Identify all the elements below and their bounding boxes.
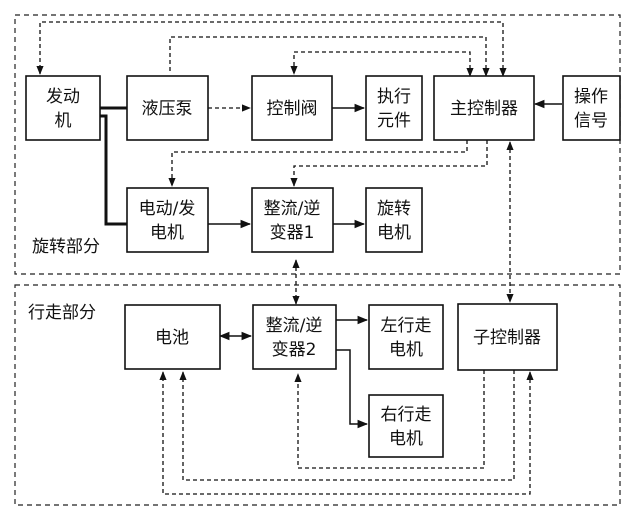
- controller-generator-signal: [168, 140, 468, 187]
- rectifier-inverter-1-label-line1: 整流/逆: [264, 199, 321, 219]
- sub-controller-rectifier2-signal: [294, 370, 485, 469]
- rectifier-inverter-2-label-line1: 整流/逆: [266, 316, 323, 336]
- right-travel-motor-label-line2: 电机: [389, 429, 423, 449]
- engine-block: 发动 机: [25, 75, 101, 141]
- motor-generator-block: 电动/发 电机: [126, 187, 209, 253]
- controller-engine-signal: [36, 21, 507, 77]
- traveling-section-label: 行走部分: [28, 303, 96, 323]
- rectifier-inverter-2-label-line2: 变器2: [272, 340, 317, 360]
- actuator-block: 执行 元件: [365, 75, 423, 141]
- controller-pump-signal: [169, 36, 490, 77]
- swing-motor-label-line1: 旋转: [377, 199, 411, 219]
- swing-motor-block: 旋转 电机: [365, 187, 423, 253]
- sub-controller-battery-signal-inner: [179, 370, 515, 481]
- engine-generator-shaft: [100, 114, 127, 226]
- control-valve-label: 控制阀: [267, 99, 318, 119]
- battery-label: 电池: [155, 328, 189, 348]
- rectifier-inverter-2-block: 整流/逆 变器2: [252, 304, 337, 370]
- left-travel-motor-label-line2: 电机: [389, 340, 423, 360]
- engine-label-line2: 机: [55, 111, 72, 131]
- operation-signal-block: 操作 信号: [562, 75, 621, 141]
- control-valve-block: 控制阀: [251, 75, 333, 141]
- sub-controller-block: 子控制器: [457, 303, 558, 371]
- operation-signal-label-line1: 操作: [574, 87, 608, 107]
- hydraulic-pump-block: 液压泵: [126, 75, 209, 141]
- controller-valve-signal: [290, 51, 474, 77]
- rotating-section-label: 旋转部分: [32, 237, 100, 257]
- actuator-label-line2: 元件: [377, 111, 411, 131]
- sub-controller-label: 子控制器: [473, 328, 541, 348]
- battery-block: 电池: [124, 304, 221, 370]
- rectifier2-to-right-motor-link: [336, 349, 369, 429]
- hydraulic-pump-label: 液压泵: [142, 99, 193, 119]
- rectifier-inverter-1-label-line2: 变器1: [270, 223, 315, 243]
- left-travel-motor-label-line1: 左行走: [381, 316, 432, 336]
- main-controller-label: 主控制器: [450, 99, 518, 119]
- rectifier-inverter-1-block: 整流/逆 变器1: [251, 187, 334, 253]
- traveling-section-frame: [14, 284, 621, 506]
- actuator-label-line1: 执行: [377, 87, 411, 107]
- sub-controller-battery-signal-outer: [159, 371, 534, 495]
- engine-label-line1: 发动: [46, 87, 80, 107]
- left-travel-motor-block: 左行走 电机: [368, 304, 444, 370]
- operation-signal-label-line2: 信号: [574, 111, 608, 131]
- swing-motor-label-line2: 电机: [377, 223, 411, 243]
- right-travel-motor-label-line1: 右行走: [381, 405, 432, 425]
- motor-generator-label-line2: 电机: [150, 223, 184, 243]
- right-travel-motor-block: 右行走 电机: [368, 394, 444, 458]
- controller-rectifier1-signal: [290, 140, 488, 187]
- main-controller-block: 主控制器: [433, 75, 535, 141]
- motor-generator-label-line1: 电动/发: [139, 199, 196, 219]
